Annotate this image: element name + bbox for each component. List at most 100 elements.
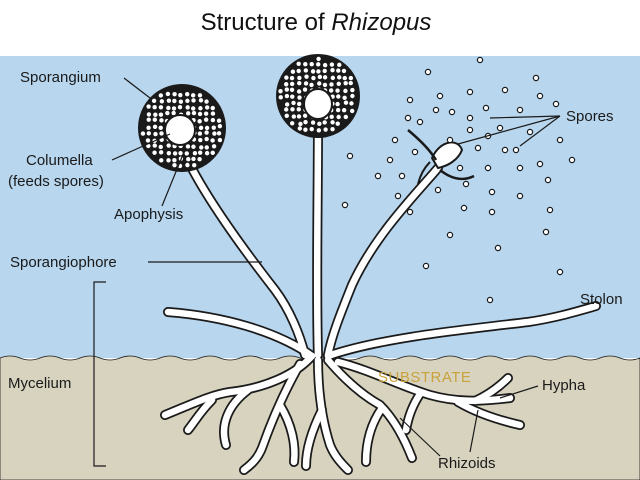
sporangium-left xyxy=(138,84,226,172)
released-spore xyxy=(488,208,496,216)
spore xyxy=(337,62,342,68)
spore xyxy=(184,151,189,156)
released-spore xyxy=(446,231,454,239)
spore xyxy=(341,68,347,74)
spore xyxy=(303,81,309,86)
released-spore xyxy=(406,96,414,104)
released-spore xyxy=(422,262,430,270)
released-spore xyxy=(434,186,442,194)
spore xyxy=(185,162,190,168)
released-spore xyxy=(436,92,444,100)
spore xyxy=(330,120,335,125)
spore xyxy=(191,110,197,116)
spore xyxy=(296,89,302,94)
spore xyxy=(322,75,328,80)
spore xyxy=(172,98,177,104)
spore xyxy=(172,162,177,168)
spore xyxy=(211,125,216,130)
spore xyxy=(316,62,321,67)
spore xyxy=(217,137,223,143)
spore xyxy=(303,119,308,125)
released-spore xyxy=(466,88,474,96)
spore xyxy=(197,119,202,124)
spore xyxy=(289,121,295,126)
spore xyxy=(309,82,314,88)
spore xyxy=(349,108,355,114)
released-spore xyxy=(466,126,474,134)
spore xyxy=(343,88,348,94)
released-spore xyxy=(456,164,464,172)
spore xyxy=(185,98,190,104)
spore xyxy=(330,127,335,132)
spore xyxy=(316,56,321,62)
burst-sporangium xyxy=(407,129,475,185)
spore xyxy=(343,114,349,120)
label-apophysis: Apophysis xyxy=(114,151,185,223)
spore xyxy=(197,150,203,155)
spore xyxy=(191,98,196,103)
released-spore xyxy=(374,172,382,180)
spore xyxy=(296,68,301,74)
spore xyxy=(317,81,322,86)
spore xyxy=(329,82,334,87)
spore xyxy=(153,112,158,117)
spore xyxy=(297,80,302,86)
released-spore xyxy=(512,146,520,154)
svg-text:Columella: Columella xyxy=(26,152,93,169)
spore xyxy=(342,75,347,81)
released-spore xyxy=(460,204,468,212)
spore xyxy=(296,114,302,119)
spore xyxy=(304,74,309,79)
spore xyxy=(328,88,334,93)
released-spore xyxy=(406,208,414,216)
spore xyxy=(146,131,152,136)
spore xyxy=(329,62,335,67)
spore xyxy=(349,101,354,106)
label-mycelium: Mycelium xyxy=(8,281,106,467)
spore xyxy=(217,123,223,129)
spore xyxy=(204,145,209,150)
spore xyxy=(296,107,301,112)
spore xyxy=(343,100,349,105)
spore xyxy=(178,92,183,98)
columella-left xyxy=(164,114,196,146)
spore xyxy=(309,61,314,67)
spore xyxy=(309,126,314,132)
spore xyxy=(192,162,197,168)
spore xyxy=(336,94,341,99)
spore xyxy=(330,75,336,81)
spore xyxy=(198,125,204,131)
spore xyxy=(303,127,308,132)
spore xyxy=(146,125,151,131)
columella-middle xyxy=(303,88,333,120)
spore xyxy=(178,99,184,104)
spore xyxy=(216,131,222,136)
spore xyxy=(335,107,341,113)
spore xyxy=(204,125,210,131)
spore xyxy=(190,93,196,98)
released-spore xyxy=(501,146,509,154)
released-spore xyxy=(404,114,412,122)
released-spore xyxy=(482,104,490,112)
spore xyxy=(316,69,321,74)
spore xyxy=(296,101,302,107)
spore xyxy=(197,131,203,136)
released-spore xyxy=(448,108,456,116)
spore xyxy=(166,151,172,156)
spore xyxy=(350,87,355,93)
spore xyxy=(152,150,157,155)
spore xyxy=(210,138,215,143)
spore xyxy=(159,131,164,136)
label-columella: Columella (feeds spores) xyxy=(8,133,171,190)
spore xyxy=(158,150,164,155)
spore xyxy=(335,88,340,93)
released-spore xyxy=(496,124,504,132)
spore xyxy=(322,82,328,88)
spore xyxy=(297,95,302,100)
spore xyxy=(278,89,283,94)
spore xyxy=(199,145,204,150)
spore xyxy=(192,151,198,156)
released-spore xyxy=(424,68,432,76)
spore xyxy=(177,105,183,110)
